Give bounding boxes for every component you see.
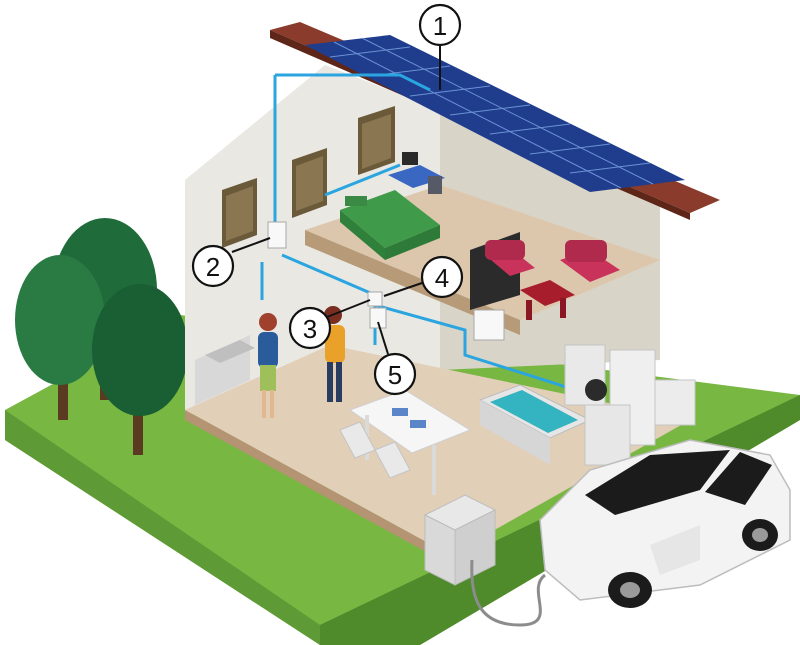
power-conditioner (268, 222, 286, 248)
svg-text:5: 5 (388, 360, 402, 390)
power-meter (474, 310, 504, 340)
home-gateway (368, 292, 382, 306)
svg-text:4: 4 (435, 263, 449, 293)
svg-text:3: 3 (303, 314, 317, 344)
svg-text:2: 2 (206, 252, 220, 282)
svg-text:1: 1 (433, 11, 447, 41)
